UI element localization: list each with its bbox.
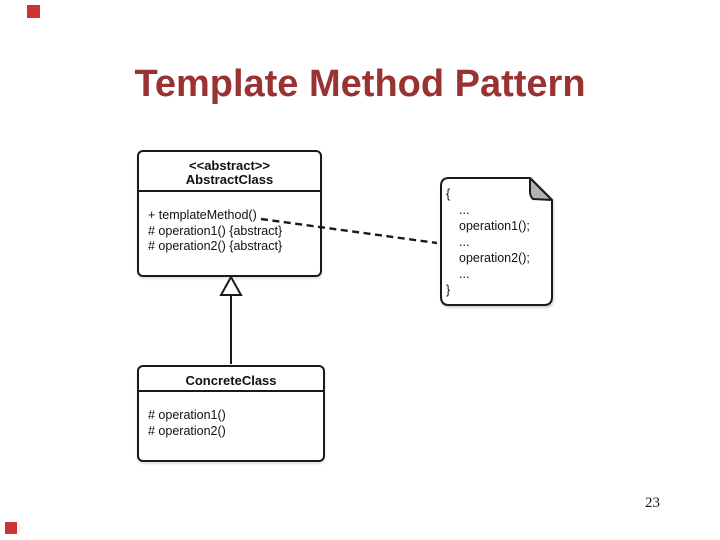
code-note-line: { [446,187,451,201]
code-note-line: ... [459,235,470,249]
page-number: 23 [645,495,660,511]
accent-square-top [27,5,40,18]
code-note-line: } [446,283,451,297]
uml-member: # operation1() {abstract} [148,223,283,238]
uml-member: # operation2() {abstract} [148,239,283,253]
uml-class-name: ConcreteClass [185,373,277,388]
code-note-text: {... operation1();... operation2();...} [446,186,548,298]
uml-member: + templateMethod() [148,208,257,222]
uml-class-header: <<abstract>> AbstractClass [139,152,320,192]
uml-members-list: + templateMethod()# operation1() {abstra… [139,192,320,255]
uml-class-abstractclass: <<abstract>> AbstractClass + templateMet… [137,150,322,277]
uml-member: # operation1() [148,408,226,422]
uml-class-name: AbstractClass [185,172,274,187]
uml-members-list: # operation1()# operation2() [139,392,323,439]
slide-title: Template Method Pattern [134,63,586,105]
code-note-line: operation2(); [459,251,530,265]
uml-stereotype: <<abstract>> [189,158,270,173]
code-note-line: operation1(); [459,219,530,233]
uml-class-header: ConcreteClass [139,367,323,392]
code-note-line: ... [459,203,470,217]
inheritance-triangle-icon [219,274,243,296]
uml-member: # operation2() [148,423,226,438]
accent-square-bottom [5,522,17,534]
code-note-line: ... [459,267,470,281]
uml-class-concreteclass: ConcreteClass # operation1()# operation2… [137,365,325,462]
